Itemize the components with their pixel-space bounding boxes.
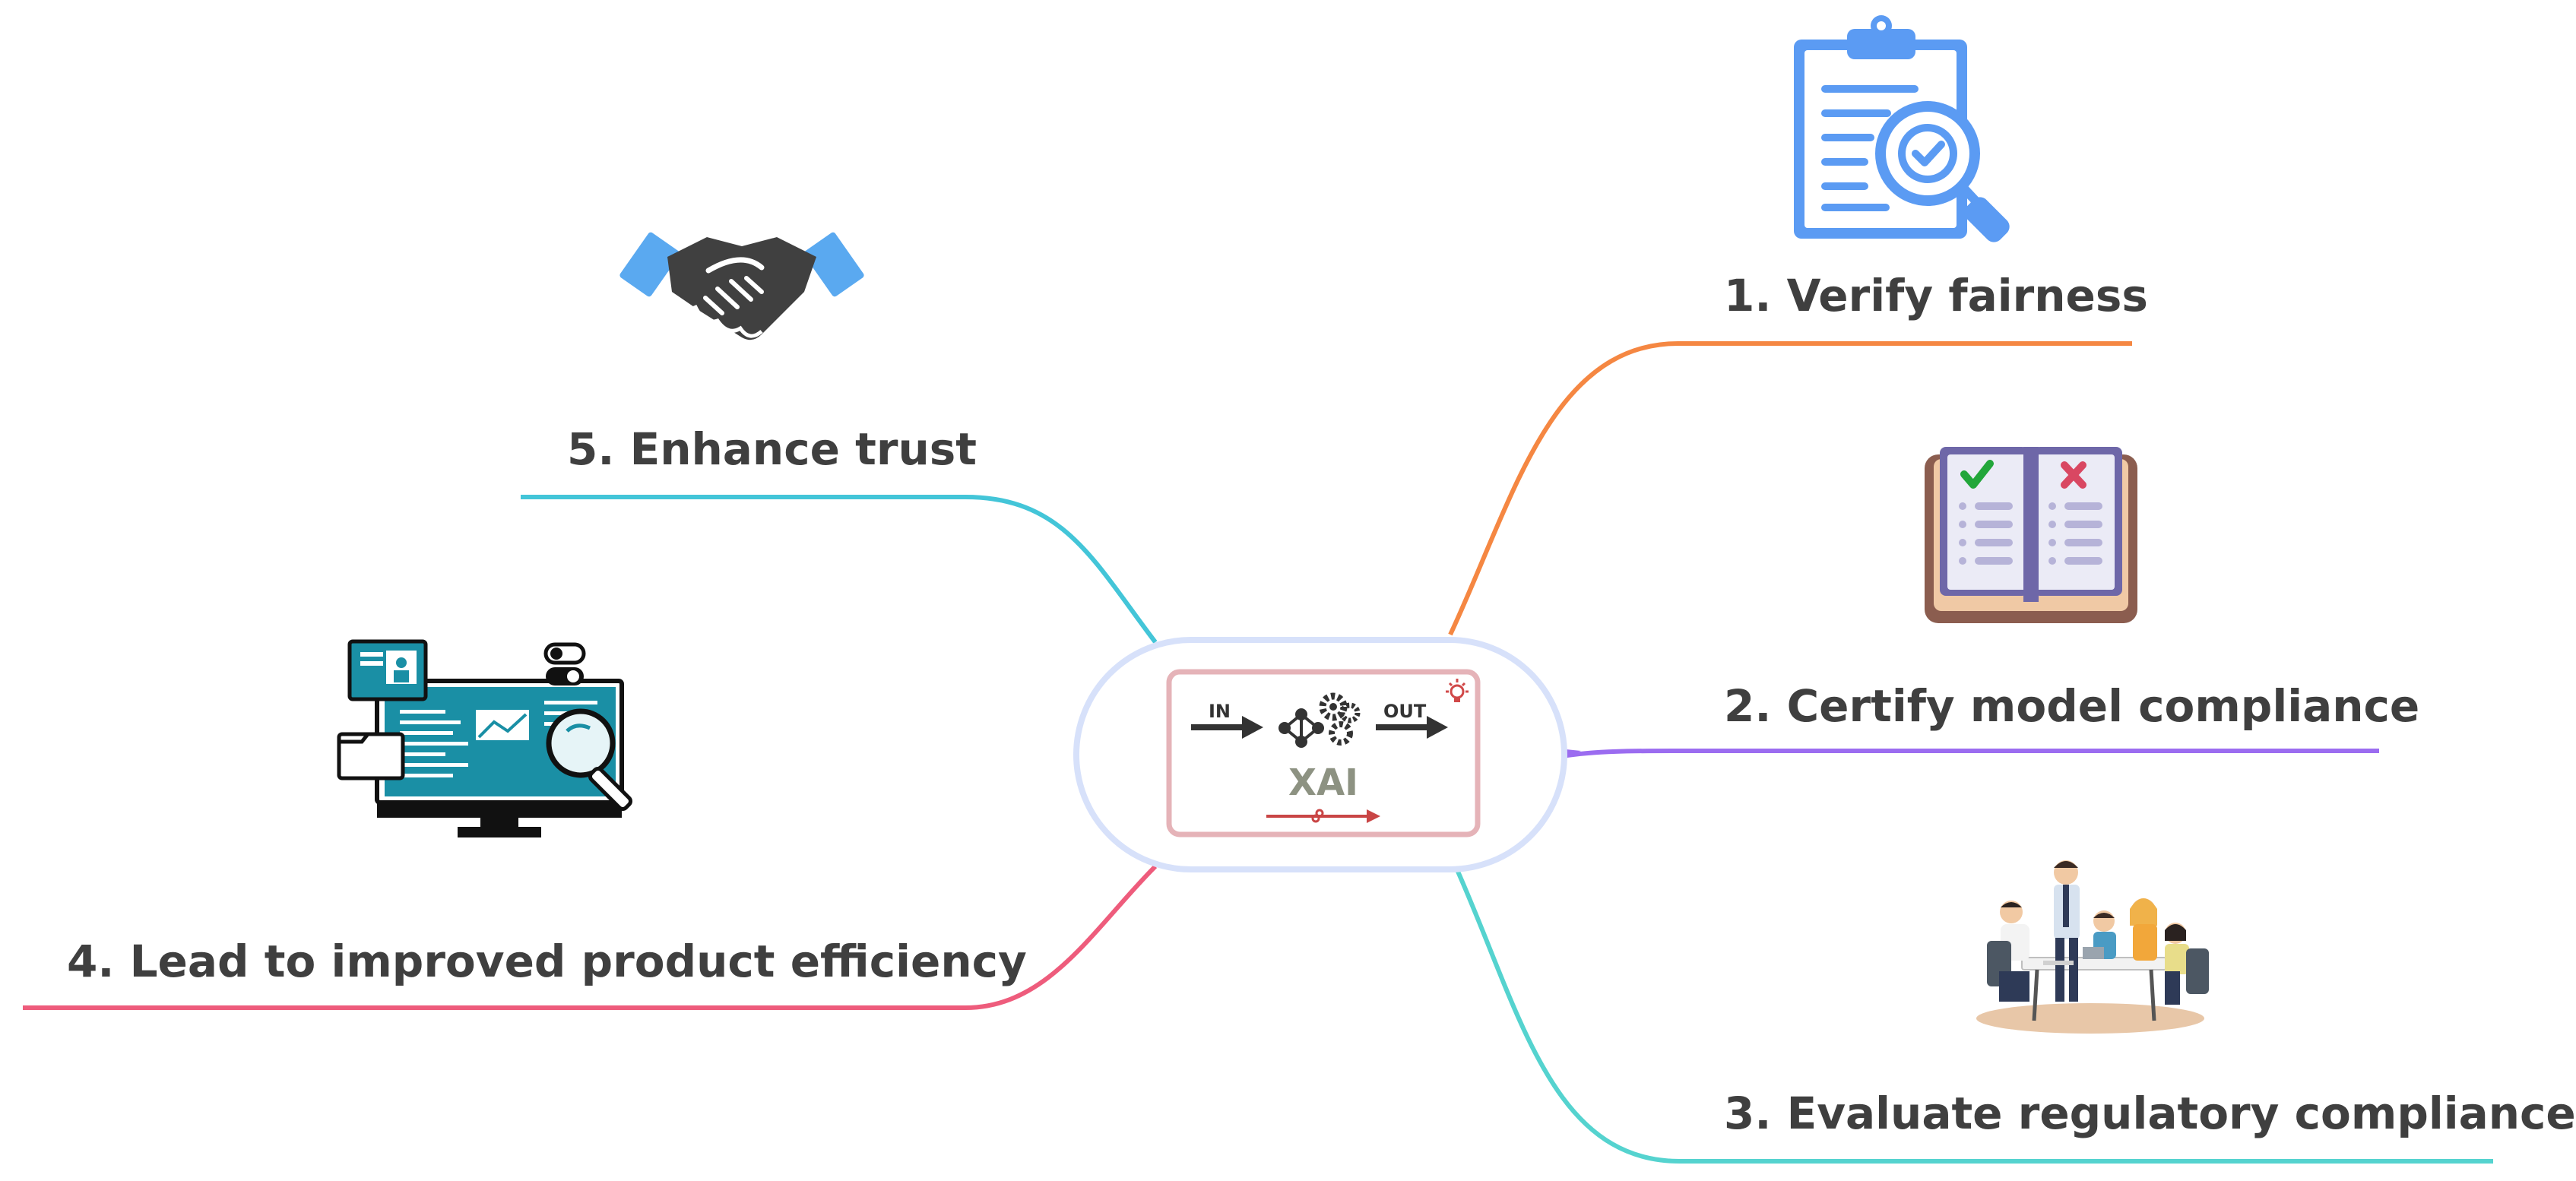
branch-line-2 bbox=[1561, 749, 2379, 758]
in-label: IN bbox=[1209, 701, 1231, 722]
link-arrow-icon bbox=[1266, 809, 1380, 823]
branch-label-1: 1. Verify fairness bbox=[1724, 270, 2148, 321]
branch-label-3: 3. Evaluate regulatory compliance bbox=[1724, 1088, 2576, 1139]
monitor-analytics-icon bbox=[337, 639, 633, 837]
center-node[interactable]: IN OUT bbox=[1073, 637, 1567, 872]
out-label: OUT bbox=[1383, 701, 1427, 722]
branch-line-5 bbox=[521, 495, 1158, 644]
branch-label-5: 5. Enhance trust bbox=[567, 423, 977, 475]
team-meeting-icon bbox=[1976, 860, 2209, 1034]
mind-map: IN OUT bbox=[23, 15, 2576, 1164]
clipboard-check-icon bbox=[1794, 15, 2010, 242]
center-node-card bbox=[1166, 669, 1481, 837]
branch-line-1 bbox=[1448, 340, 2132, 636]
branch-line-3 bbox=[1453, 865, 2493, 1164]
branch-line-4 bbox=[23, 864, 1158, 1010]
branch-lines bbox=[23, 340, 2493, 1164]
branch-label-4: 4. Lead to improved product efficiency bbox=[67, 936, 1027, 987]
out-arrow-icon bbox=[1376, 716, 1448, 739]
lightbulb-icon bbox=[1446, 679, 1469, 702]
center-title: XAI bbox=[1288, 761, 1358, 804]
neural-network-gears-icon bbox=[1278, 692, 1361, 748]
handshake-icon bbox=[619, 232, 864, 340]
branch-label-2: 2. Certify model compliance bbox=[1724, 680, 2420, 732]
in-arrow-icon bbox=[1191, 716, 1263, 739]
open-book-check-cross-icon bbox=[1925, 447, 2137, 623]
